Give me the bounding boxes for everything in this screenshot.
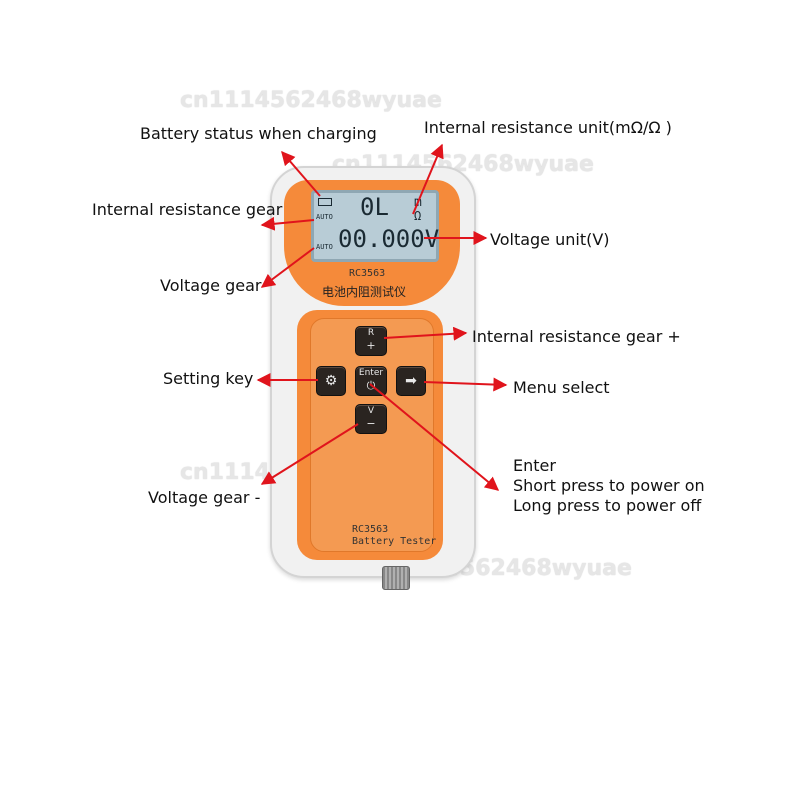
lcd-auto-label-resistance: AUTO bbox=[316, 213, 333, 221]
callout-voltage-gear-minus: Voltage gear - bbox=[148, 488, 261, 507]
enter-power-button[interactable]: Enter ⏻ bbox=[355, 366, 387, 396]
callout-voltage-gear: Voltage gear bbox=[160, 276, 262, 295]
resistance-gear-plus-button[interactable]: R + bbox=[355, 326, 387, 356]
voltage-gear-minus-button[interactable]: V − bbox=[355, 404, 387, 434]
callout-enter-line: Long press to power off bbox=[513, 496, 702, 515]
gear-icon: ⚙ bbox=[324, 373, 338, 389]
menu-select-button[interactable]: ➡ bbox=[396, 366, 426, 396]
callout-enter: Enter Short press to power on Long press… bbox=[513, 456, 705, 516]
power-icon: ⏻ bbox=[366, 379, 376, 392]
model-label-top: RC3563 bbox=[349, 268, 386, 279]
minus-icon: − bbox=[366, 417, 376, 430]
key-label: Enter bbox=[358, 368, 384, 378]
probe-connector bbox=[382, 566, 410, 590]
key-label: R bbox=[367, 328, 375, 338]
battery-icon bbox=[318, 198, 332, 206]
callout-resistance-gear: Internal resistance gear bbox=[92, 200, 283, 219]
plus-icon: + bbox=[366, 339, 376, 352]
device-chinese-name: 电池内阻测试仪 bbox=[322, 285, 407, 299]
lcd-screen: AUTO 0L m Ω AUTO 00.000V bbox=[311, 190, 439, 262]
watermark: cn1114562468wyuae bbox=[180, 88, 442, 113]
lcd-voltage-reading: 00.000V bbox=[338, 225, 440, 253]
model-label-bottom: RC3563 bbox=[352, 524, 389, 535]
arrow-right-icon: ➡ bbox=[405, 373, 417, 389]
callout-enter-line: Short press to power on bbox=[513, 476, 705, 495]
callout-resistance-gear-plus: Internal resistance gear + bbox=[472, 327, 681, 346]
callout-enter-line: Enter bbox=[513, 456, 556, 475]
callout-voltage-unit: Voltage unit(V) bbox=[490, 230, 610, 249]
key-label: V bbox=[367, 406, 375, 416]
lcd-resistance-reading: 0L bbox=[360, 193, 389, 221]
callout-resistance-unit: Internal resistance unit(mΩ/Ω ) bbox=[424, 118, 672, 137]
lcd-auto-label-voltage: AUTO bbox=[316, 243, 333, 251]
callout-setting-key: Setting key bbox=[163, 369, 254, 388]
lcd-resistance-unit-ohm: Ω bbox=[414, 209, 422, 223]
callout-menu-select: Menu select bbox=[513, 378, 610, 397]
brand-label-bottom: Battery Tester bbox=[352, 536, 437, 547]
callout-battery-status: Battery status when charging bbox=[140, 124, 377, 143]
lcd-resistance-unit-m: m bbox=[414, 195, 422, 210]
settings-button[interactable]: ⚙ bbox=[316, 366, 346, 396]
